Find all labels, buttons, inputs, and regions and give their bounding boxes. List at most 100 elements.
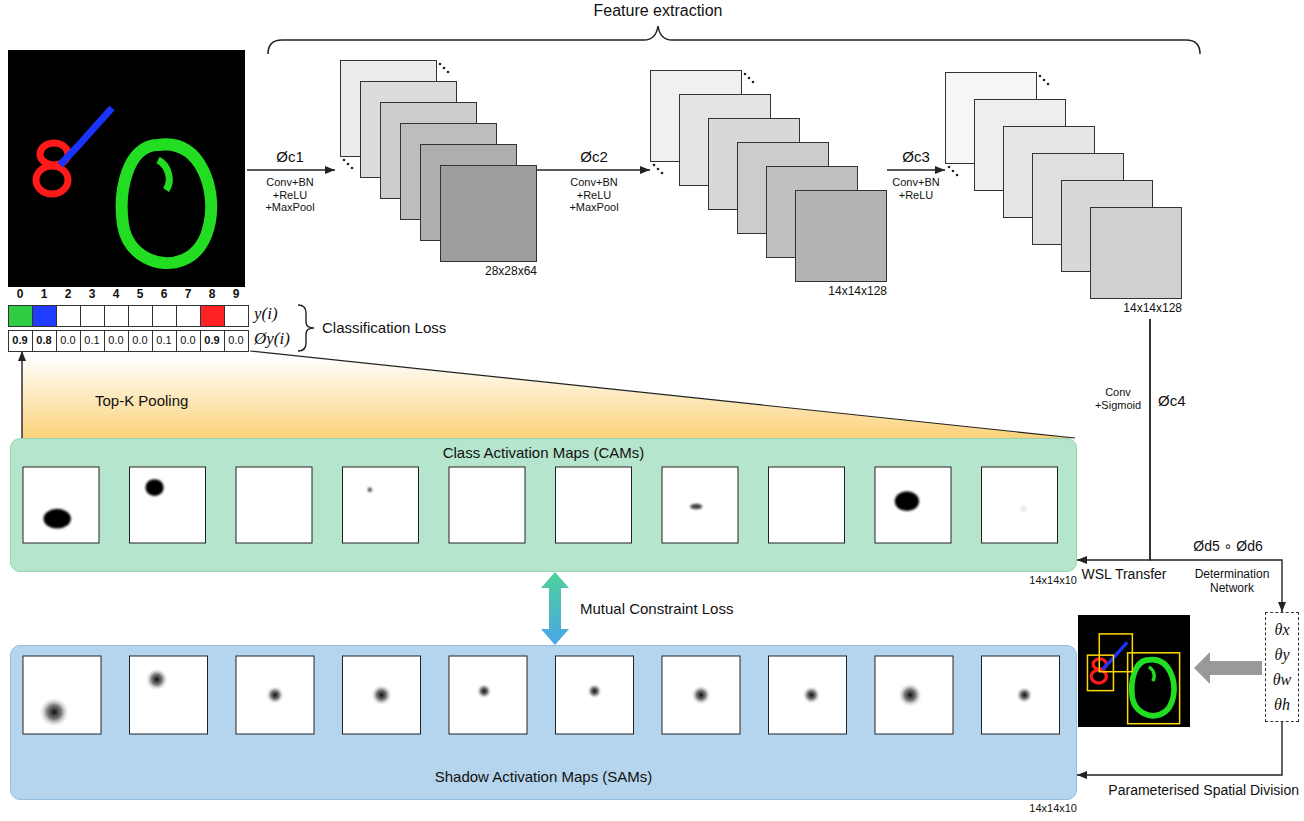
activation-map [266, 686, 285, 705]
feature-map-squares [447, 71, 450, 74]
score-value: 0.9 [8, 334, 32, 347]
connector-arrow [537, 169, 650, 170]
sam-panel: Shadow Activation Maps (SAMs)14x14x10 [10, 645, 1077, 800]
activation-map [449, 467, 525, 543]
vector-cells [105, 331, 129, 352]
feature-map-squares [347, 163, 350, 166]
activation-map [449, 656, 527, 734]
activation-map [343, 656, 421, 734]
operation-note: Conv+BN +ReLU [892, 176, 939, 201]
vector-cells [225, 331, 249, 352]
activation-map [875, 467, 951, 543]
feature-map-squares [650, 70, 887, 282]
activation-map [145, 479, 163, 496]
feature-map-squares [748, 77, 751, 80]
activation-map [662, 656, 740, 734]
class-index: 5 [137, 288, 144, 302]
input-image [122, 144, 211, 263]
edge-label: Mutual Constraint Loss [580, 600, 733, 617]
vector-cells [201, 331, 225, 352]
class-index: 0 [17, 288, 24, 302]
classification-brace [298, 305, 314, 351]
feature-map-squares [340, 60, 537, 262]
activation-map [343, 467, 419, 543]
activation-map [769, 656, 847, 734]
vector-cells [177, 306, 201, 327]
activation-map [236, 656, 314, 734]
feature-map-squares [1047, 83, 1050, 86]
score-value: 0.1 [152, 334, 176, 347]
grey-arrow [1194, 652, 1262, 684]
activation-map [662, 656, 740, 734]
activation-map [130, 467, 206, 543]
dimension-label: 28x28x64 [485, 265, 537, 279]
activation-map [769, 467, 845, 543]
activation-map [130, 656, 208, 734]
score-value: 0.0 [176, 334, 200, 347]
vector-cells [153, 306, 177, 327]
class-index: 9 [233, 288, 240, 302]
feature-map-stack: 14x14x128 [650, 70, 887, 302]
activation-map [236, 467, 312, 543]
brace-label: Feature extraction [594, 2, 723, 20]
activation-map [236, 467, 312, 543]
detection-image [1087, 655, 1113, 690]
feature-map-squares [439, 63, 442, 66]
edge-label: WSL Transfer [1081, 566, 1166, 582]
activation-map [556, 467, 632, 543]
dimension-label: 14x14x128 [828, 285, 887, 299]
activation-map [769, 467, 845, 543]
panel-title: Shadow Activation Maps (SAMs) [11, 768, 1076, 785]
input-image [36, 166, 68, 194]
feature-map-squares [443, 67, 446, 70]
feature-map-stack: 28x28x64 [340, 60, 537, 282]
top-k-band [250, 351, 1075, 438]
feature-map-squares [952, 170, 955, 173]
operation-note: Conv +Sigmoid [1095, 386, 1141, 411]
top-k-band [22, 351, 1075, 438]
connector-arrow [1077, 722, 1282, 775]
activation-map [895, 491, 919, 511]
input-image [8, 50, 245, 287]
connector-arrow [1077, 319, 1150, 560]
vector-cells [57, 331, 81, 352]
detection-image [1128, 653, 1180, 724]
detection-image [1078, 615, 1190, 727]
feature-map-squares [653, 164, 656, 167]
vector-symbol: Øy(i) [254, 329, 290, 349]
activation-map [982, 656, 1060, 734]
activation-map [898, 683, 923, 708]
activation-map [662, 467, 738, 543]
feature-map-squares [441, 166, 537, 262]
parameter-box: θxθyθwθh [1265, 612, 1299, 722]
activation-map [662, 467, 738, 543]
activation-map [982, 467, 1058, 543]
score-value: 0.0 [224, 334, 248, 347]
vector-cells [129, 306, 153, 327]
vector-cells [33, 306, 57, 327]
dimension-label: 14x14x128 [1123, 302, 1182, 316]
class-index: 8 [209, 288, 216, 302]
top-k-band [22, 351, 1075, 438]
parameter-symbol: θx [1275, 621, 1290, 639]
activation-map [449, 467, 525, 543]
label-vector: y(i) [8, 305, 248, 326]
edge-label: Øc3 [902, 148, 930, 165]
vector-cells [225, 306, 249, 327]
activation-map [875, 467, 951, 543]
edge-label: Parameterised Spatial Division [1108, 782, 1299, 798]
connector-arrow [887, 169, 945, 170]
conv-arrow [247, 169, 335, 170]
activation-map [23, 467, 99, 543]
vector-cells [33, 331, 57, 352]
vector-symbol: y(i) [254, 304, 278, 324]
feature-map-squares [1043, 79, 1046, 82]
edge-label: Top-K Pooling [95, 392, 188, 409]
activation-map [44, 509, 71, 529]
parameter-symbol: θy [1275, 646, 1290, 664]
score-vector: 0.90.80.00.10.00.00.10.00.90.0Øy(i) [8, 330, 248, 351]
activation-map [556, 467, 632, 543]
score-value: 0.0 [56, 334, 80, 347]
score-value: 0.0 [104, 334, 128, 347]
edge-label: Ød5 ∘ Ød6 [1193, 538, 1262, 554]
